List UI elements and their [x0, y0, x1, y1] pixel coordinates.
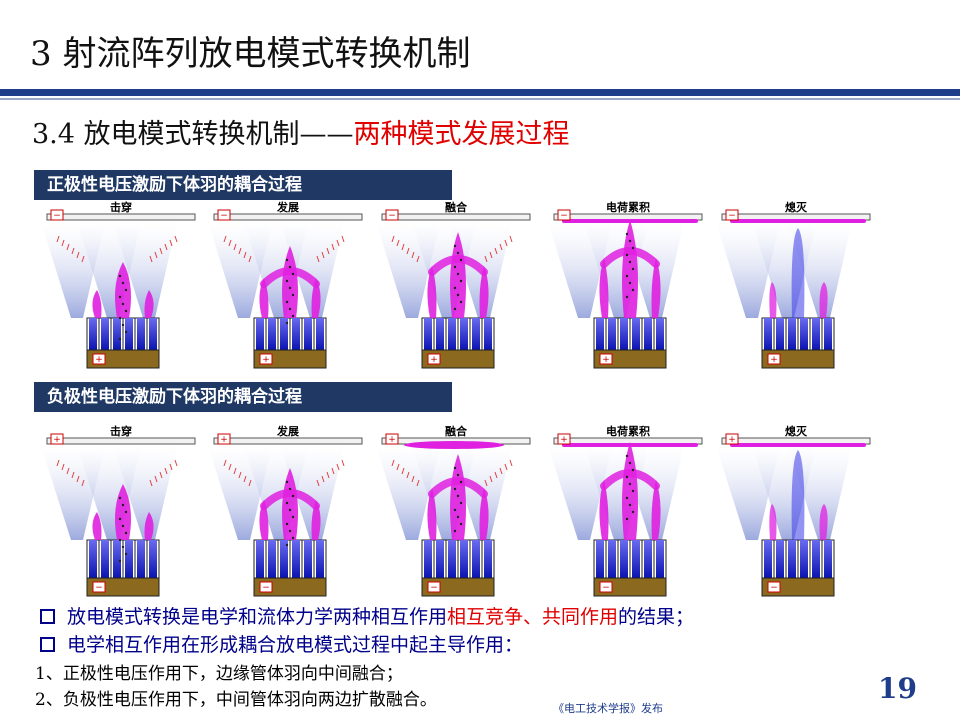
stage-label: 融合: [445, 424, 468, 438]
stage-label: 电荷累积: [606, 200, 650, 214]
stage-panel: + 电荷累积 −: [548, 424, 703, 597]
note-2: 2、负极性电压作用下，中间管体羽向两边扩散融合。: [35, 690, 437, 710]
square-bullet-icon: [40, 636, 55, 652]
subtitle-main: 3.4 放电模式转换机制——: [32, 119, 354, 150]
bottom-electrode-sign: −: [95, 583, 103, 593]
stage-label: 击穿: [110, 424, 132, 438]
bullet-item-2: 电学相互作用在形成耦合放电模式过程中起主导作用：: [40, 631, 694, 659]
title-rule: [0, 89, 960, 96]
stage-panel: + 击穿 −: [41, 424, 196, 597]
stage-panel: + 熄灭 −: [716, 424, 871, 597]
stage-panel: + 融合 −: [376, 424, 531, 597]
square-bullet-icon: [40, 608, 55, 624]
top-electrode-sign: +: [560, 435, 568, 445]
stage-panel: − 熄灭 +: [716, 200, 871, 369]
stage-label: 熄灭: [785, 200, 808, 214]
slide-title: 3 射流阵列放电模式转换机制: [30, 34, 471, 74]
stage-label: 电荷累积: [606, 424, 650, 438]
negative-polarity-banner: 负极性电压激励下体羽的耦合过程: [34, 382, 452, 412]
top-electrode-sign: +: [53, 435, 61, 445]
positive-polarity-diagrams: − 击穿 + − 发展 + − 融合 + − 电荷累积 + − 熄灭 +: [0, 200, 960, 400]
publisher-credit: 《电工技术学报》发布: [553, 702, 663, 715]
bottom-electrode-sign: +: [602, 355, 610, 365]
subtitle-highlight: 两种模式发展过程: [353, 119, 570, 150]
bottom-electrode-sign: +: [262, 355, 270, 365]
title-rule-thin: [0, 98, 960, 100]
stage-label: 熄灭: [785, 424, 808, 438]
stage-label: 融合: [445, 200, 468, 214]
bottom-electrode-sign: +: [430, 355, 438, 365]
stage-panel: − 击穿 +: [41, 200, 196, 369]
top-electrode-sign: +: [728, 435, 736, 445]
note-1: 1、正极性电压作用下，边缘管体羽向中间融合；: [35, 664, 403, 684]
top-electrode-sign: −: [220, 211, 228, 221]
stage-panel: − 发展 +: [208, 200, 363, 369]
stage-panel: − 融合 +: [376, 200, 531, 369]
bottom-electrode-sign: −: [430, 583, 438, 593]
stage-label: 发展: [276, 424, 300, 438]
top-electrode-sign: +: [388, 435, 396, 445]
stage-label: 击穿: [110, 200, 132, 214]
top-electrode-sign: −: [388, 211, 396, 221]
top-electrode-sign: +: [220, 435, 228, 445]
top-electrode-sign: −: [728, 211, 736, 221]
bottom-electrode-sign: −: [262, 583, 270, 593]
section-subtitle: 3.4 放电模式转换机制——两种模式发展过程: [32, 112, 570, 151]
negative-polarity-diagrams: + 击穿 − + 发展 − + 融合 − + 电荷累积 − + 熄灭 −: [0, 412, 960, 612]
top-electrode-sign: −: [53, 211, 61, 221]
page-number: 19: [878, 672, 917, 705]
stage-panel: + 发展 −: [208, 424, 363, 597]
top-electrode-sign: −: [560, 211, 568, 221]
stage-label: 发展: [276, 200, 300, 214]
bottom-electrode-sign: −: [770, 583, 778, 593]
bottom-electrode-sign: +: [770, 355, 778, 365]
bottom-electrode-sign: −: [602, 583, 610, 593]
stage-panel: − 电荷累积 +: [548, 200, 703, 369]
bottom-electrode-sign: +: [95, 355, 103, 365]
bullet-item-1: 放电模式转换是电学和流体力学两种相互作用相互竞争、共同作用的结果；: [40, 603, 694, 631]
bullet-list: 放电模式转换是电学和流体力学两种相互作用相互竞争、共同作用的结果； 电学相互作用…: [40, 603, 694, 659]
positive-polarity-banner: 正极性电压激励下体羽的耦合过程: [34, 170, 452, 200]
